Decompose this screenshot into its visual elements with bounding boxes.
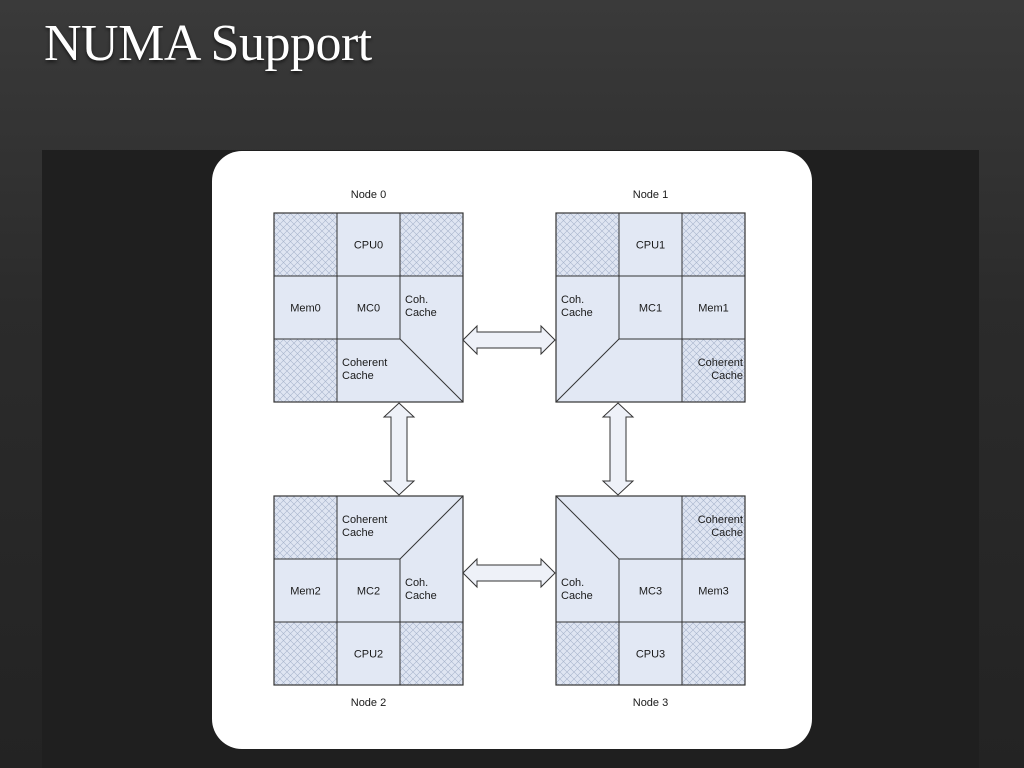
mc-label: MC0	[357, 303, 380, 315]
node-label: Node 2	[351, 697, 386, 709]
unused-cell	[273, 212, 338, 277]
mem-label: Mem2	[290, 586, 321, 598]
mc-label: MC3	[639, 586, 662, 598]
link-arrow-node2-node3	[462, 557, 556, 589]
mem-cell	[681, 558, 746, 623]
node-border	[555, 495, 746, 686]
cpu-cell	[336, 212, 401, 277]
node-label: Node 0	[351, 189, 386, 201]
node-label: Node 3	[633, 697, 668, 709]
unused-cell	[681, 621, 746, 686]
unused-cell	[399, 621, 464, 686]
mc-label: MC2	[357, 586, 380, 598]
cpu-label: CPU1	[636, 240, 665, 252]
cpu-label: CPU3	[636, 649, 665, 661]
coh-cache-label: Coh.Cache	[405, 577, 437, 602]
node-border	[273, 212, 464, 403]
cache-divider	[399, 495, 464, 560]
mem-cell	[273, 275, 338, 340]
cache-divider	[555, 338, 620, 403]
unused-cell	[555, 621, 620, 686]
slide-title: NUMA Support	[44, 15, 372, 72]
mem-label: Mem1	[698, 303, 729, 315]
link-arrow-node0-node2	[382, 402, 416, 496]
mem-cell	[273, 558, 338, 623]
unused-cell	[273, 621, 338, 686]
cpu-label: CPU2	[354, 649, 383, 661]
mem-cell	[681, 275, 746, 340]
node-border	[555, 212, 746, 403]
cpu-cell	[618, 212, 683, 277]
unused-cell	[273, 495, 338, 560]
link-arrow-node0-node1	[462, 324, 556, 356]
unused-cell	[555, 212, 620, 277]
coh-cache-label: Coh.Cache	[405, 294, 437, 319]
cache-divider	[399, 338, 464, 403]
unused-cell	[273, 338, 338, 403]
cache-divider	[555, 495, 620, 560]
unused-cell	[681, 212, 746, 277]
node-border	[273, 495, 464, 686]
cpu-label: CPU0	[354, 240, 383, 252]
mc-label: MC1	[639, 303, 662, 315]
mem-label: Mem0	[290, 303, 321, 315]
unused-cell	[399, 212, 464, 277]
node-label: Node 1	[633, 189, 668, 201]
coh-cache-label: Coh.Cache	[561, 577, 593, 602]
coh-cache-label: Coh.Cache	[561, 294, 593, 319]
link-arrow-node1-node3	[601, 402, 635, 496]
mem-label: Mem3	[698, 586, 729, 598]
cpu-cell	[336, 621, 401, 686]
unused-cell	[681, 495, 746, 560]
